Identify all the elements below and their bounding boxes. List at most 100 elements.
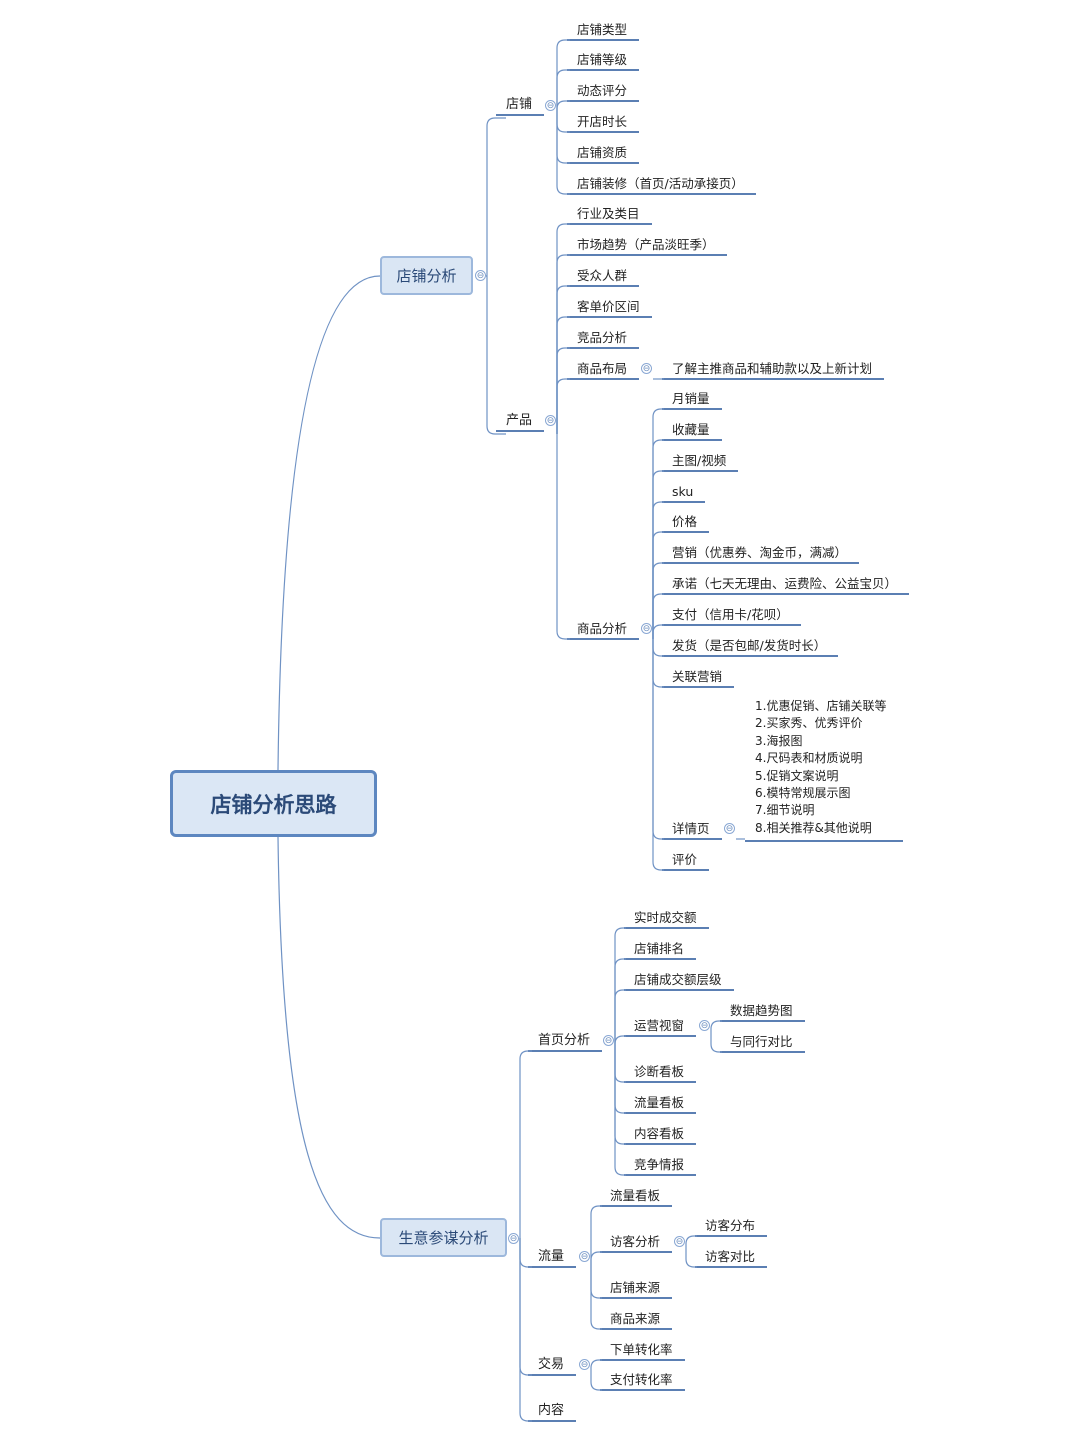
root-node[interactable]: 店铺分析思路	[170, 770, 377, 837]
collapse-toggle-icon[interactable]: ⊖	[641, 363, 652, 374]
connector	[556, 434, 570, 640]
ops-item[interactable]: 数据趋势图	[730, 1003, 793, 1018]
connector	[519, 1238, 532, 1268]
connector	[556, 39, 570, 118]
connector	[277, 836, 381, 1239]
analysis-item[interactable]: 收藏量	[672, 422, 710, 437]
shop-item[interactable]: 动态评分	[577, 83, 628, 98]
home-item[interactable]: 实时成交额	[634, 910, 697, 925]
collapse-toggle-icon[interactable]: ⊖	[508, 1233, 519, 1244]
shop-item[interactable]: 店铺类型	[577, 22, 628, 37]
node-content[interactable]: 内容	[538, 1403, 565, 1418]
analysis-item[interactable]: 关联营销	[672, 669, 723, 684]
node-traffic[interactable]: 流量	[538, 1249, 565, 1264]
node-product-layout[interactable]: 商品布局	[577, 361, 628, 376]
home-item[interactable]: 诊断看板	[634, 1064, 685, 1079]
node-detail-page[interactable]: 详情页	[672, 821, 710, 836]
node-product[interactable]: 产品	[506, 413, 533, 428]
collapse-toggle-icon[interactable]: ⊖	[699, 1020, 710, 1031]
node-trade[interactable]: 交易	[538, 1357, 565, 1372]
shop-item[interactable]: 店铺等级	[577, 52, 628, 67]
analysis-item[interactable]: 发货（是否包邮/发货时长）	[672, 638, 827, 653]
collapse-toggle-icon[interactable]: ⊖	[545, 100, 556, 111]
node-home-analysis[interactable]: 首页分析	[538, 1033, 591, 1048]
collapse-toggle-icon[interactable]: ⊖	[724, 823, 735, 834]
connector	[556, 118, 570, 164]
analysis-item[interactable]: 营销（优惠券、淘金币，满减）	[672, 545, 848, 560]
connector	[685, 1235, 697, 1252]
shop-item[interactable]: 店铺装修（首页/活动承接页）	[577, 176, 744, 191]
connector	[652, 531, 664, 639]
connector	[652, 639, 664, 688]
trade-item[interactable]: 下单转化率	[610, 1342, 673, 1357]
collapse-toggle-icon[interactable]: ⊖	[674, 1236, 685, 1247]
traffic-item[interactable]: 商品来源	[610, 1311, 661, 1326]
analysis-item[interactable]: 承诺（七天无理由、运费险、公益宝贝）	[672, 576, 898, 591]
analysis-item[interactable]: 主图/视频	[672, 453, 727, 468]
product-item[interactable]: 竞品分析	[577, 330, 628, 345]
collapse-toggle-icon[interactable]: ⊖	[603, 1035, 614, 1046]
connector	[556, 118, 570, 133]
connector	[652, 408, 664, 639]
connector	[652, 593, 664, 639]
visitor-item[interactable]: 访客对比	[705, 1249, 756, 1264]
connector	[614, 958, 626, 1051]
product-layout-detail[interactable]: 了解主推商品和辅助款以及上新计划	[672, 361, 873, 376]
connector	[614, 1051, 626, 1083]
connector	[685, 1252, 697, 1268]
home-item[interactable]: 店铺排名	[634, 941, 685, 956]
connector	[519, 1238, 532, 1376]
connector	[590, 1375, 602, 1391]
connector	[556, 347, 570, 434]
connector	[652, 439, 664, 639]
home-item[interactable]: 店铺成交额层级	[634, 972, 722, 987]
node-shop[interactable]: 店铺	[506, 97, 533, 112]
home-item[interactable]: 竞争情报	[634, 1157, 685, 1172]
shop-item[interactable]: 店铺资质	[577, 145, 628, 160]
analysis-item[interactable]: 价格	[672, 514, 698, 529]
connector	[519, 1050, 532, 1238]
node-ops-window[interactable]: 运营视窗	[634, 1018, 685, 1033]
visitor-item[interactable]: 访客分布	[705, 1218, 756, 1233]
node-product-analysis[interactable]: 商品分析	[577, 621, 628, 636]
connector	[556, 378, 570, 434]
detail-page-list[interactable]: 1.优惠促销、店铺关联等 2.买家秀、优秀评价 3.海报图 4.尺码表和材质说明…	[755, 698, 886, 837]
connector	[652, 639, 664, 657]
analysis-item[interactable]: 月销量	[672, 391, 710, 406]
shop-item[interactable]: 开店时长	[577, 114, 628, 129]
traffic-item[interactable]: 流量看板	[610, 1188, 661, 1203]
collapse-toggle-icon[interactable]: ⊖	[641, 623, 652, 634]
analysis-item[interactable]: sku	[672, 484, 694, 499]
connector	[614, 1051, 626, 1145]
collapse-toggle-icon[interactable]: ⊖	[545, 415, 556, 426]
collapse-toggle-icon[interactable]: ⊖	[475, 270, 486, 281]
connector	[652, 501, 664, 639]
detail-line: 2.买家秀、优秀评价	[755, 716, 863, 731]
home-item[interactable]: 内容看板	[634, 1126, 685, 1141]
node-business-advisor[interactable]: 生意参谋分析	[380, 1218, 507, 1257]
node-review[interactable]: 评价	[672, 852, 698, 867]
connector	[652, 470, 664, 639]
connector	[590, 1359, 602, 1375]
product-item[interactable]: 客单价区间	[577, 299, 640, 314]
connector	[486, 117, 506, 276]
node-shop-analysis[interactable]: 店铺分析	[380, 256, 473, 295]
collapse-toggle-icon[interactable]: ⊖	[579, 1359, 590, 1370]
traffic-item[interactable]: 店铺来源	[610, 1280, 661, 1295]
home-item[interactable]: 流量看板	[634, 1095, 685, 1110]
detail-line: 8.相关推荐&其他说明	[755, 820, 872, 835]
product-item[interactable]: 市场趋势（产品淡旺季）	[577, 237, 715, 252]
ops-item[interactable]: 与同行对比	[730, 1034, 793, 1049]
connector	[556, 254, 570, 434]
node-visitor-analysis[interactable]: 访客分析	[610, 1234, 661, 1249]
product-item[interactable]: 行业及类目	[577, 206, 640, 221]
detail-line: 6.模特常规展示图	[755, 786, 851, 801]
trade-item[interactable]: 支付转化率	[610, 1372, 673, 1387]
connector	[652, 624, 664, 639]
collapse-toggle-icon[interactable]: ⊖	[579, 1251, 590, 1262]
connector	[614, 1051, 626, 1176]
connector	[277, 275, 381, 771]
analysis-item[interactable]: 支付（信用卡/花呗）	[672, 607, 789, 622]
product-item[interactable]: 受众人群	[577, 268, 628, 283]
connector	[652, 639, 664, 871]
